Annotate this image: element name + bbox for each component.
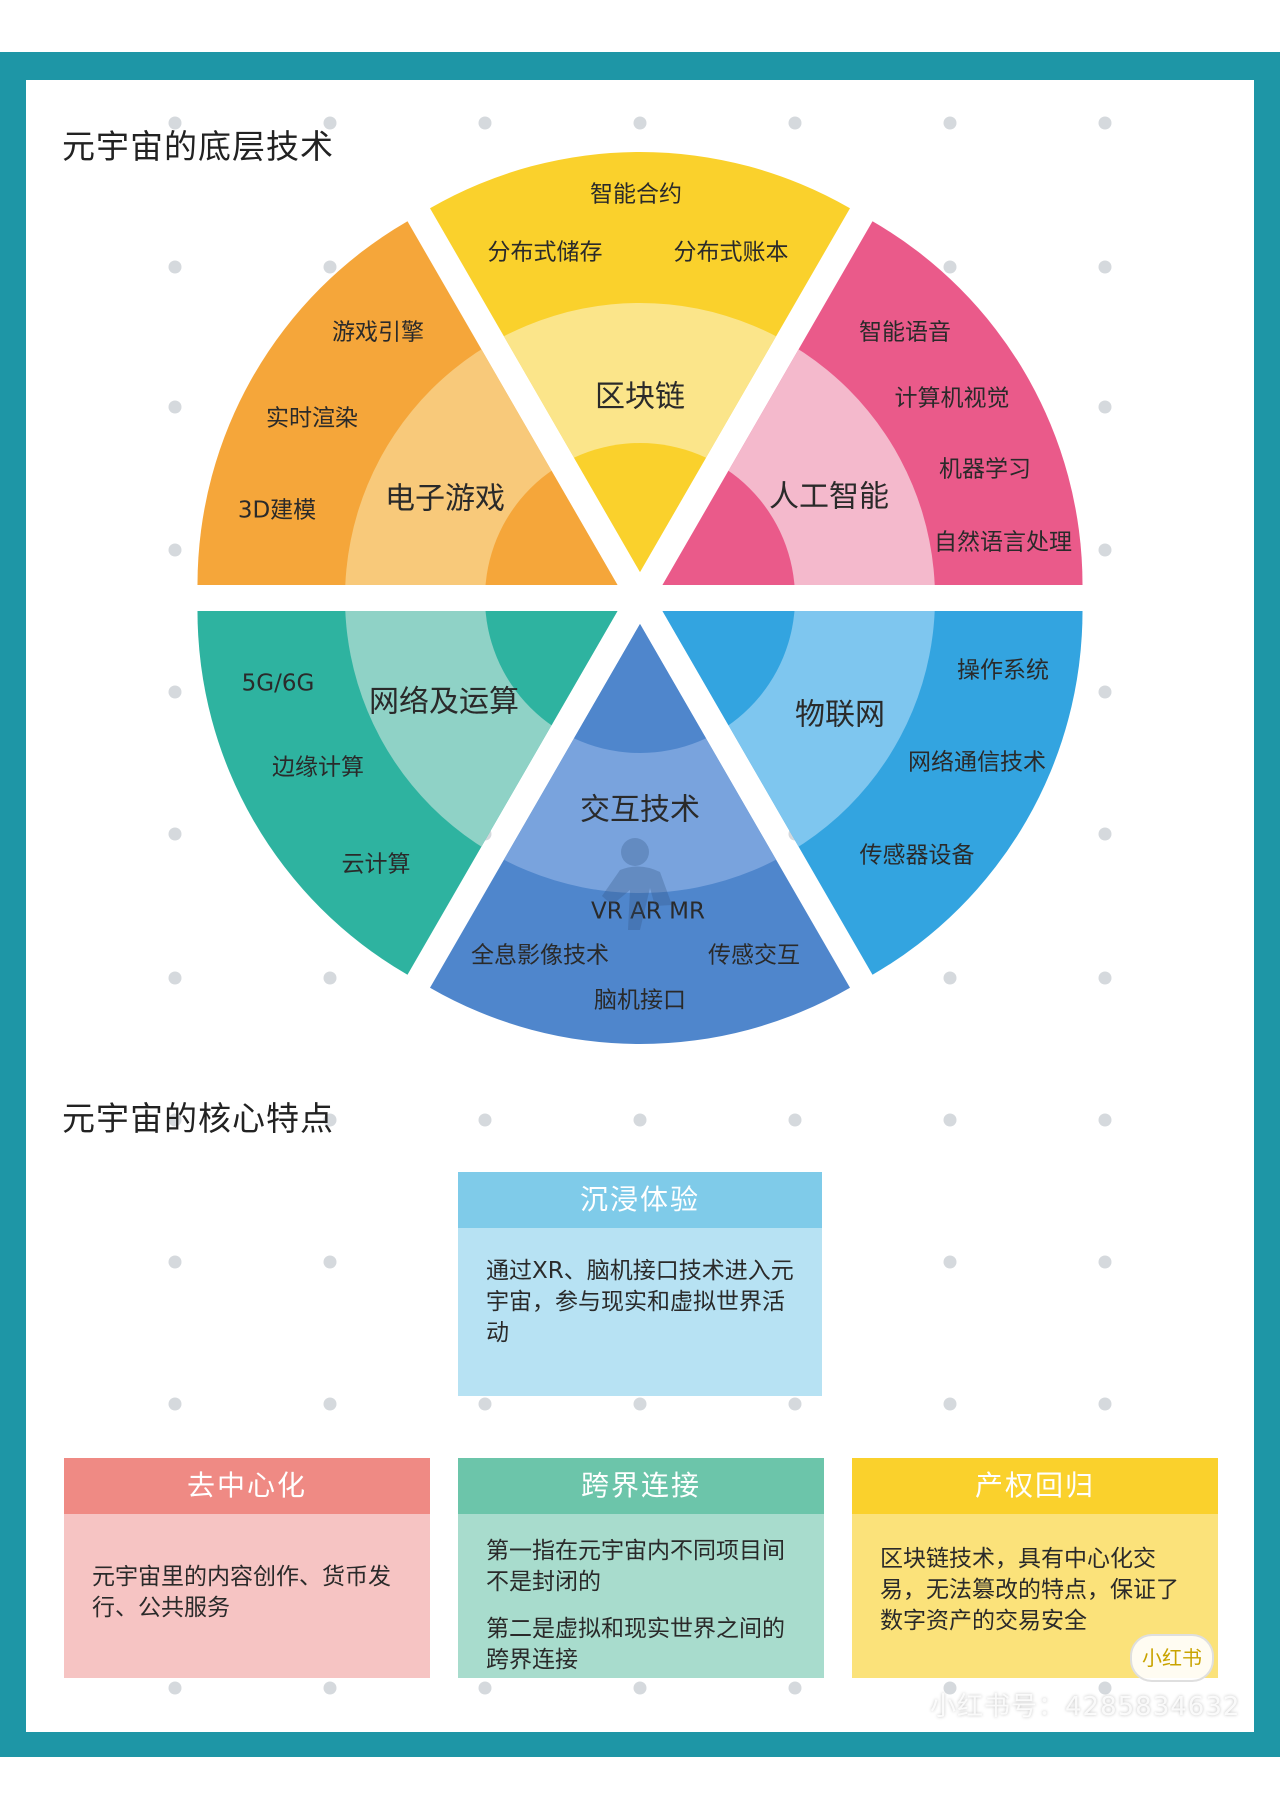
sector-center-label: 区块链 [595, 380, 685, 415]
card-decentral-header: 去中心化 [64, 1458, 430, 1514]
card-crossborder-text-2: 第二是虚拟和现实世界之间的跨界连接 [486, 1616, 785, 1673]
sector-item-label: 传感器设备 [860, 843, 975, 869]
sector-item-label: 3D建模 [238, 498, 316, 524]
card-immersive: 沉浸体验 通过XR、脑机接口技术进入元宇宙，参与现实和虚拟世界活动 [458, 1172, 822, 1396]
card-crossborder-header: 跨界连接 [458, 1458, 824, 1514]
sector-inner-core [662, 611, 795, 753]
card-property-header: 产权回归 [852, 1458, 1218, 1514]
sector-mid-ring [345, 303, 618, 585]
sector-item-label: 智能语音 [859, 320, 951, 346]
card-decentral-body: 元宇宙里的内容创作、货币发行、公共服务 [64, 1514, 430, 1678]
sector-center-label: 交互技术 [580, 793, 700, 828]
card-decentral: 去中心化 元宇宙里的内容创作、货币发行、公共服务 [64, 1458, 430, 1678]
sector-item-label: 全息影像技术 [471, 943, 609, 969]
sector-network [197, 611, 618, 975]
sector-item-label: 智能合约 [590, 182, 682, 208]
card-property-text: 区块链技术，具有中心化交易，无法篡改的特点，保证了数字资产的交易安全 [880, 1546, 1179, 1634]
sector-item-label: 网络通信技术 [908, 750, 1046, 776]
sector-item-label: 分布式账本 [674, 240, 789, 266]
sector-ai [662, 221, 1083, 585]
sector-mid-ring [345, 611, 618, 893]
card-immersive-text: 通过XR、脑机接口技术进入元宇宙，参与现实和虚拟世界活动 [486, 1258, 794, 1346]
watermark-text: 小红书号：4285834632 [930, 1692, 1241, 1722]
sector-item-label: 5G/6G [242, 671, 315, 697]
sector-center-label: 人工智能 [769, 480, 889, 515]
section-title-underlying-tech: 元宇宙的底层技术 [62, 127, 334, 166]
sector-item-label: 自然语言处理 [934, 530, 1072, 556]
sector-item-label: VR AR MR [591, 899, 705, 925]
sector-mid-ring [662, 611, 935, 893]
sector-center-label: 电子游戏 [385, 482, 505, 517]
sector-item-label: 边缘计算 [272, 755, 364, 781]
vr-figure-illustration [602, 838, 672, 930]
sector-item-label: 脑机接口 [594, 988, 686, 1014]
sector-item-label: 操作系统 [957, 658, 1049, 684]
sector-iot [662, 611, 1083, 975]
sector-item-label: 云计算 [342, 852, 411, 878]
watermark-logo: 小红书 [1130, 1634, 1214, 1682]
section-title-core-features: 元宇宙的核心特点 [62, 1099, 334, 1138]
sector-inner-core [485, 611, 618, 753]
sector-item-label: 游戏引擎 [332, 320, 424, 346]
sector-item-label: 实时渲染 [266, 406, 358, 432]
card-immersive-body: 通过XR、脑机接口技术进入元宇宙，参与现实和虚拟世界活动 [458, 1228, 822, 1396]
sector-game [197, 221, 618, 585]
card-crossborder-text-1: 第一指在元宇宙内不同项目间不是封闭的 [486, 1538, 785, 1595]
card-immersive-header: 沉浸体验 [458, 1172, 822, 1228]
sector-item-label: 计算机视觉 [895, 386, 1010, 412]
sector-item-label: 机器学习 [939, 457, 1031, 483]
sector-inner-core [485, 443, 618, 585]
sector-center-label: 物联网 [795, 698, 885, 733]
card-crossborder: 跨界连接 第一指在元宇宙内不同项目间不是封闭的 第二是虚拟和现实世界之间的跨界连… [458, 1458, 824, 1678]
sector-item-label: 分布式储存 [488, 240, 603, 266]
sector-center-label: 网络及运算 [369, 685, 519, 720]
card-crossborder-body: 第一指在元宇宙内不同项目间不是封闭的 第二是虚拟和现实世界之间的跨界连接 [458, 1514, 824, 1678]
card-decentral-text: 元宇宙里的内容创作、货币发行、公共服务 [92, 1564, 391, 1621]
sector-inner-core [662, 443, 795, 585]
sector-item-label: 传感交互 [708, 943, 800, 969]
sector-mid-ring [662, 303, 935, 585]
